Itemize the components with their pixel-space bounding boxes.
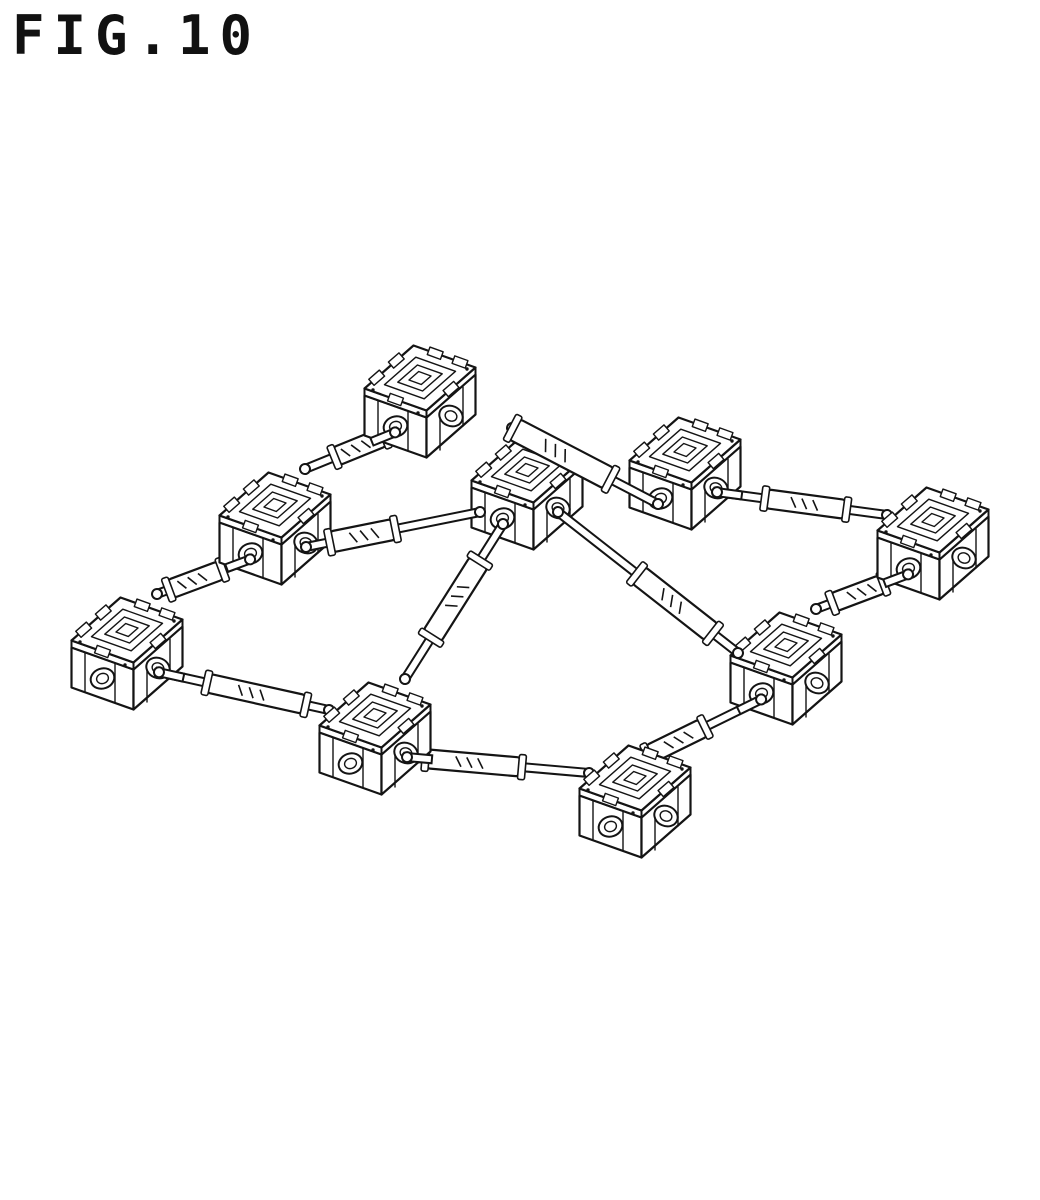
shaft-slot [477, 757, 484, 770]
shaft-slot [866, 583, 877, 593]
shaft-cap [696, 714, 714, 740]
shaft-slot [248, 686, 254, 699]
shaft-body [329, 518, 396, 553]
shaft-cap [299, 691, 313, 719]
shaft-nd22-nd23 [152, 666, 335, 719]
shaft-joint [651, 498, 664, 511]
shaft-slot [359, 530, 369, 541]
shaft-slot [456, 585, 470, 589]
shaft-slot [176, 580, 187, 589]
shaft-body [206, 673, 306, 715]
shaft-slot [663, 741, 675, 749]
shaft-slot [350, 444, 361, 453]
shaft-slot [790, 496, 797, 509]
shaft-body [765, 488, 847, 520]
shaft-cap [701, 620, 725, 647]
shaft-slot [669, 594, 674, 608]
shaft-boss-end [369, 426, 402, 447]
shaft-slot [450, 595, 464, 598]
shaft-cap [388, 514, 402, 544]
shaft-sf2-nd33-nd23 [399, 518, 509, 686]
shaft-boss-end [881, 568, 915, 589]
shaft-sf1-nd32-nd33 [300, 506, 487, 557]
shaft-cap [759, 485, 771, 512]
shaft-slot [564, 448, 567, 463]
shaft-body [167, 561, 224, 598]
shaft-joint [299, 463, 312, 476]
shaft-joint [150, 587, 163, 600]
shaft-cap [326, 443, 343, 471]
shaft-body [831, 575, 885, 612]
shaft-joint [300, 541, 312, 553]
shaft-slot [683, 731, 694, 739]
shaft-slot [661, 587, 665, 601]
shaft-slot [673, 736, 684, 744]
shaft-slot [360, 440, 372, 449]
shaft-boss-end [152, 666, 186, 683]
shaft-nd33-nd43 [502, 413, 664, 511]
node-ND24 [578, 744, 692, 859]
shaft-boss-end [223, 553, 257, 574]
shaft-slot [340, 448, 351, 457]
shaft-cap [502, 413, 523, 443]
shafts-layer-front [152, 413, 915, 765]
node-ND43 [628, 416, 742, 531]
shaft-boss-end [735, 693, 768, 716]
shaft-sf1-nd33-nd34 [552, 506, 745, 659]
figure-title: FIG.10 [12, 4, 262, 67]
shaft-slot [259, 689, 265, 701]
shaft-cap [516, 753, 528, 781]
shaft-cap [824, 589, 841, 617]
shaft-cap [160, 576, 177, 603]
shaft-cap [466, 550, 494, 571]
shaft-cap [214, 556, 231, 583]
shaft-slot [370, 527, 380, 539]
shaft-cap [323, 527, 337, 557]
shaft-body [426, 748, 522, 778]
shaft-cap [841, 496, 853, 523]
shaft-slot [554, 443, 557, 458]
shaft-joint [497, 518, 509, 530]
shaft-slot [237, 684, 244, 697]
shaft-slot [856, 587, 867, 597]
shaft-cap [200, 669, 214, 697]
shaft-joint [552, 506, 564, 518]
shaft-slot [187, 576, 198, 586]
shaft-cap [600, 464, 621, 494]
shaft-joint [399, 673, 412, 686]
shaft-joint [474, 506, 487, 519]
node-ND23 [318, 681, 432, 796]
shaft-slot [455, 756, 462, 768]
shaft-joint [810, 603, 822, 615]
shaft-slot [846, 591, 857, 600]
shaft-slot [801, 498, 808, 510]
shaft-slot [445, 604, 458, 607]
shaft-slot [197, 572, 208, 582]
shaft-slot [678, 601, 683, 615]
shaft-joint [732, 646, 745, 659]
shaft-boss-end [400, 751, 434, 765]
shaft-slot [812, 499, 819, 511]
shaft-cap [625, 561, 649, 587]
shaft-body [423, 557, 488, 642]
shaft-slot [348, 532, 358, 543]
shaft-boss-end [710, 486, 744, 501]
shaft-body [632, 567, 718, 640]
shaft-slot [466, 757, 473, 769]
node-ND22 [70, 596, 184, 711]
shaft-slot [544, 438, 547, 453]
shaft-cap [417, 627, 445, 648]
